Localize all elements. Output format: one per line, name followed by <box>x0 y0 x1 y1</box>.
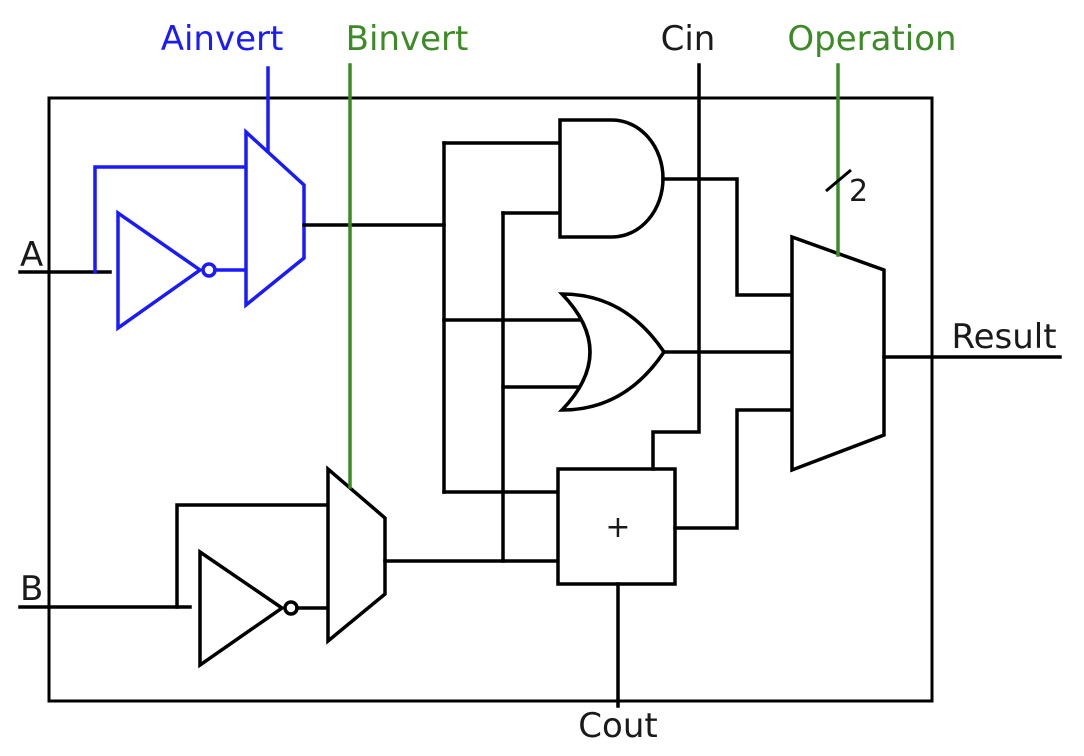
cin-wire <box>651 63 701 471</box>
b-direct-wire <box>175 503 330 609</box>
ainvert-label: Ainvert <box>161 19 284 59</box>
distribution-wires <box>442 141 592 563</box>
and-gate-icon <box>558 118 665 239</box>
a-direct-wire <box>93 165 248 274</box>
or-gate-icon <box>557 292 667 412</box>
mux-icon <box>326 465 387 645</box>
inverter-bubble <box>283 600 299 616</box>
binvert-label: Binvert <box>346 19 469 59</box>
inverter-icon <box>116 209 204 332</box>
ainvert-path <box>18 66 306 332</box>
and-output-wire <box>661 177 794 297</box>
binvert-path <box>18 63 559 669</box>
inverter-bubble <box>201 262 217 278</box>
a-label: A <box>20 235 43 275</box>
adder-output-wire <box>673 408 794 530</box>
operation-label: Operation <box>787 19 956 59</box>
cout-label: Cout <box>578 706 657 746</box>
result-label: Result <box>951 317 1056 357</box>
mux-icon <box>790 234 886 473</box>
alu-boundary <box>47 96 934 703</box>
cin-label: Cin <box>661 19 716 59</box>
bus-width-slash <box>825 168 852 193</box>
adder-symbol: + <box>605 510 630 545</box>
bus-width-label: 2 <box>849 174 868 209</box>
inverter-icon <box>198 548 286 669</box>
mux-icon <box>244 128 306 309</box>
b-label: B <box>20 569 43 609</box>
